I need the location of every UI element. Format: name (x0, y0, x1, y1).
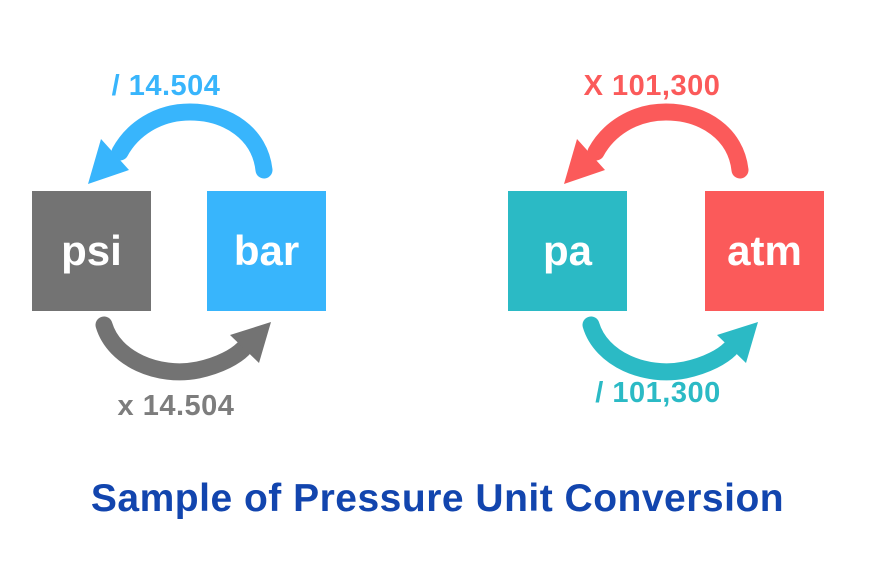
page-title: Sample of Pressure Unit Conversion (90, 477, 785, 520)
bar-unit-label: bar (233, 227, 300, 274)
psi-unit-label: psi (61, 227, 122, 274)
atm-to-pa-arrow-icon (564, 103, 749, 184)
pa-unit-box: pa (508, 191, 627, 311)
psi-bar-divide-label: / 14.504 (111, 70, 221, 102)
pa-atm-divide-label: / 101,300 (595, 377, 721, 409)
psi-bar-multiply-label: x 14.504 (117, 390, 235, 422)
psi-unit-box: psi (32, 191, 151, 311)
atm-unit-box: atm (705, 191, 824, 311)
psi-to-bar-arrow-icon (95, 316, 271, 381)
pa-atm-multiply-label: X 101,300 (583, 70, 721, 102)
bar-unit-box: bar (207, 191, 326, 311)
atm-unit-label: atm (727, 227, 802, 274)
pa-unit-label: pa (542, 227, 592, 274)
pa-to-atm-arrow-icon (582, 316, 758, 381)
bar-to-psi-arrow-icon (88, 103, 273, 184)
